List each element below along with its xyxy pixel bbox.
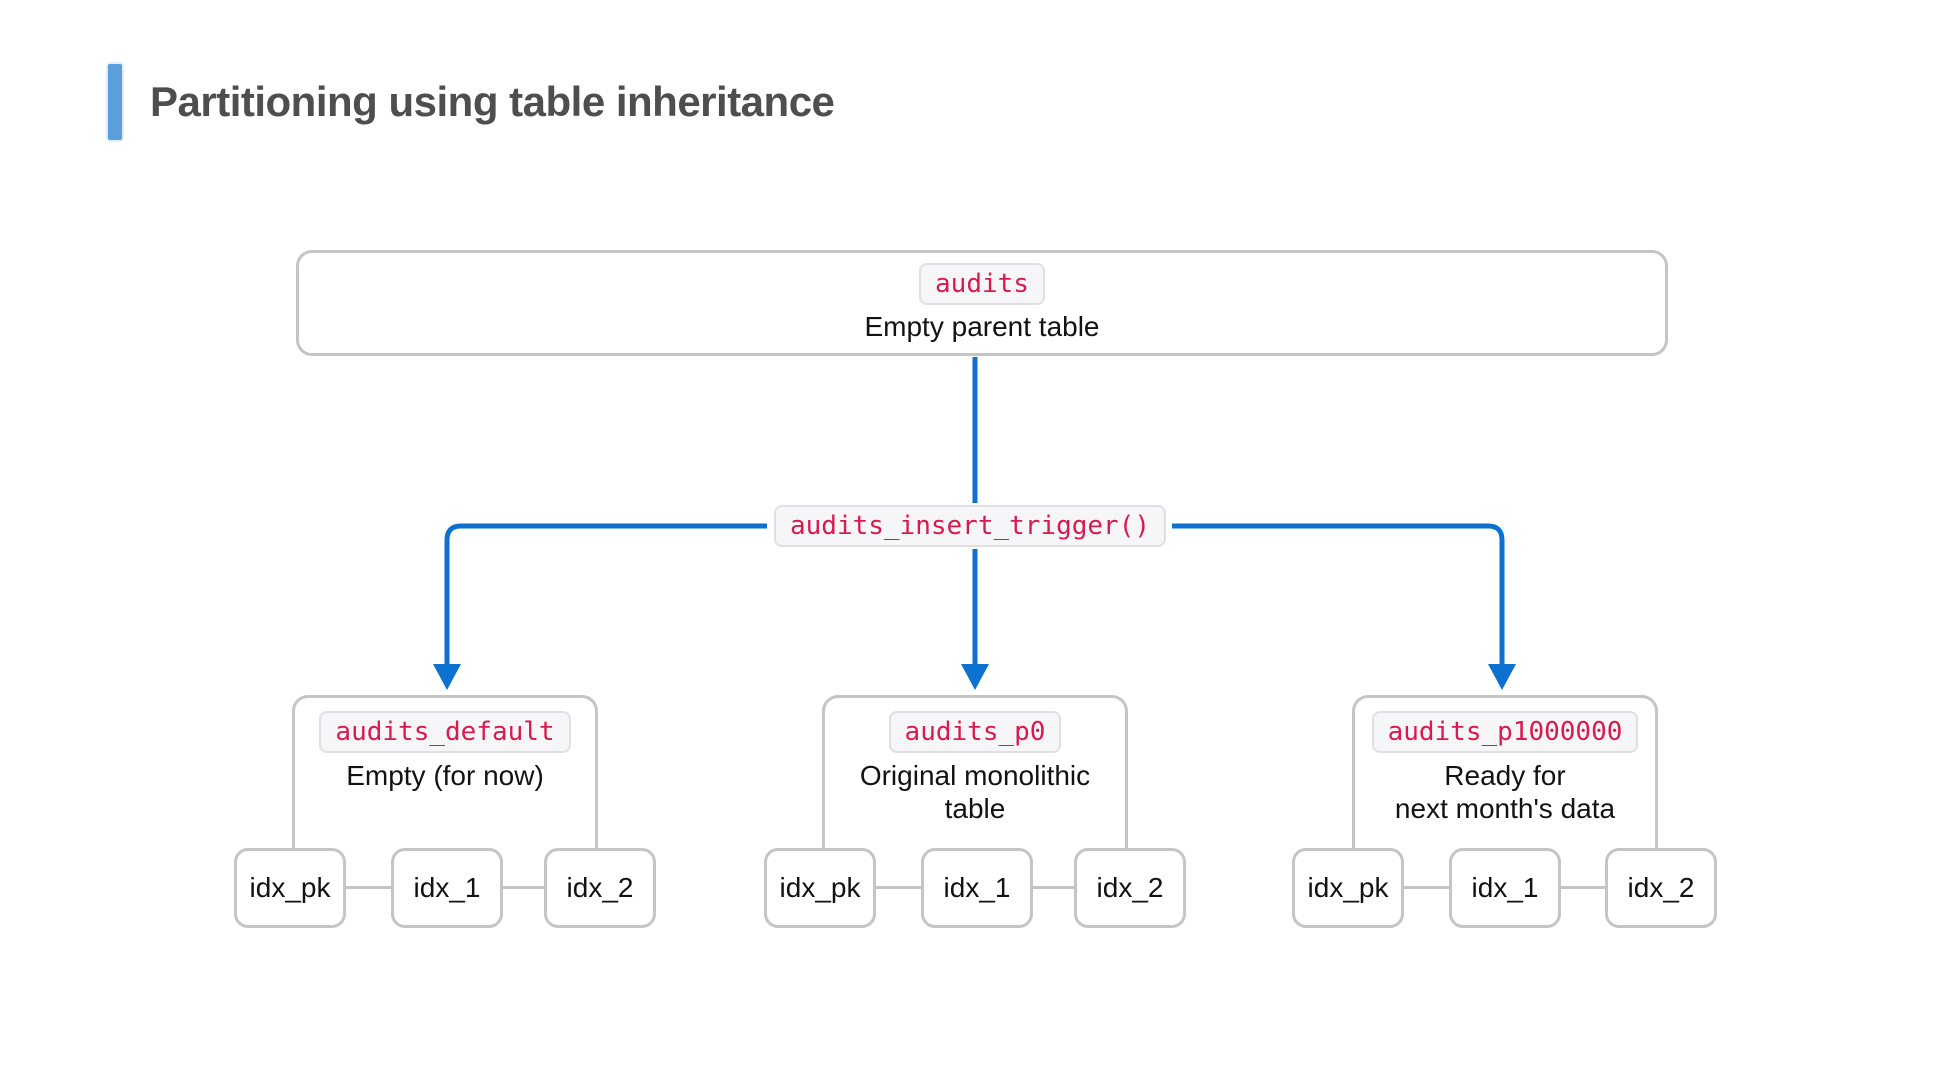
page-title: Partitioning using table inheritance	[150, 78, 835, 125]
table-name-code: audits_p0	[904, 717, 1046, 747]
parent-table-node: audits Empty parent table	[296, 250, 1668, 356]
arrowhead-down-icon	[961, 664, 989, 690]
heading-accent-bar	[108, 64, 122, 140]
table-name-code: audits_default	[335, 717, 555, 747]
index-node-p0-2: idx_2	[1074, 848, 1186, 928]
trigger-function-code: audits_insert_trigger()	[789, 511, 1151, 541]
index-node-default-1: idx_1	[391, 848, 503, 928]
section-heading: Partitioning using table inheritance	[108, 64, 835, 140]
index-node-default-pk: idx_pk	[234, 848, 346, 928]
table-name-code: audits	[935, 269, 1029, 299]
table-name-badge: audits_p1000000	[1371, 711, 1639, 753]
trigger-function-badge: audits_insert_trigger()	[773, 505, 1167, 547]
node-description: Original monolithic table	[859, 760, 1091, 824]
table-name-badge: audits_p0	[888, 711, 1062, 753]
index-node-p0-1: idx_1	[921, 848, 1033, 928]
node-description: Empty parent table	[864, 311, 1100, 342]
table-name-badge: audits	[919, 263, 1045, 305]
index-node-default-2: idx_2	[544, 848, 656, 928]
arrowhead-down-icon	[1488, 664, 1516, 690]
node-description: Empty (for now)	[346, 760, 544, 791]
partition-node-p1000000: audits_p1000000 Ready for next month's d…	[1352, 695, 1658, 848]
trigger-to-default-line	[444, 523, 767, 666]
arrowhead-down-icon	[433, 664, 461, 690]
table-name-badge: audits_default	[319, 711, 571, 753]
index-node-p0-pk: idx_pk	[764, 848, 876, 928]
node-description: Ready for next month's data	[1394, 760, 1616, 824]
partition-node-p0: audits_p0 Original monolithic table	[822, 695, 1128, 848]
partition-node-default: audits_default Empty (for now)	[292, 695, 598, 848]
trigger-to-p1000000-line	[1172, 523, 1505, 666]
index-node-p1000000-pk: idx_pk	[1292, 848, 1404, 928]
table-name-code: audits_p1000000	[1387, 717, 1623, 747]
index-node-p1000000-2: idx_2	[1605, 848, 1717, 928]
index-node-p1000000-1: idx_1	[1449, 848, 1561, 928]
